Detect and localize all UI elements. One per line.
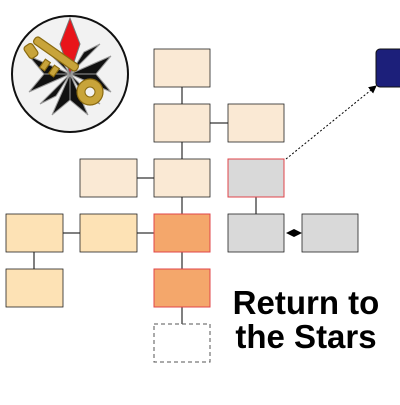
diagram-box (79, 213, 138, 253)
diagram-box-current (153, 268, 211, 308)
diagram-box (5, 268, 64, 308)
diagram-box (79, 158, 138, 198)
connector-lines (33, 85, 377, 324)
key-star-icon (11, 15, 129, 133)
diagram-box-placeholder (153, 323, 211, 363)
title-line-2: the Stars (235, 318, 377, 355)
diagram-box-current (153, 213, 211, 253)
diagram-box-highlighted (227, 158, 285, 198)
diagram-boxes (5, 48, 400, 363)
diagram-box-offscreen (375, 48, 400, 88)
page-title: Return to the Stars (220, 286, 392, 354)
dotted-arrow-connector (285, 85, 377, 160)
diagram-box (153, 103, 211, 143)
diagram-box (227, 213, 285, 253)
diagram-box (301, 213, 359, 253)
title-line-1: Return to (232, 284, 380, 321)
diagram-box (153, 158, 211, 198)
diagram-box (5, 213, 64, 253)
diagram-box (153, 48, 211, 88)
diagram-box (227, 103, 285, 143)
